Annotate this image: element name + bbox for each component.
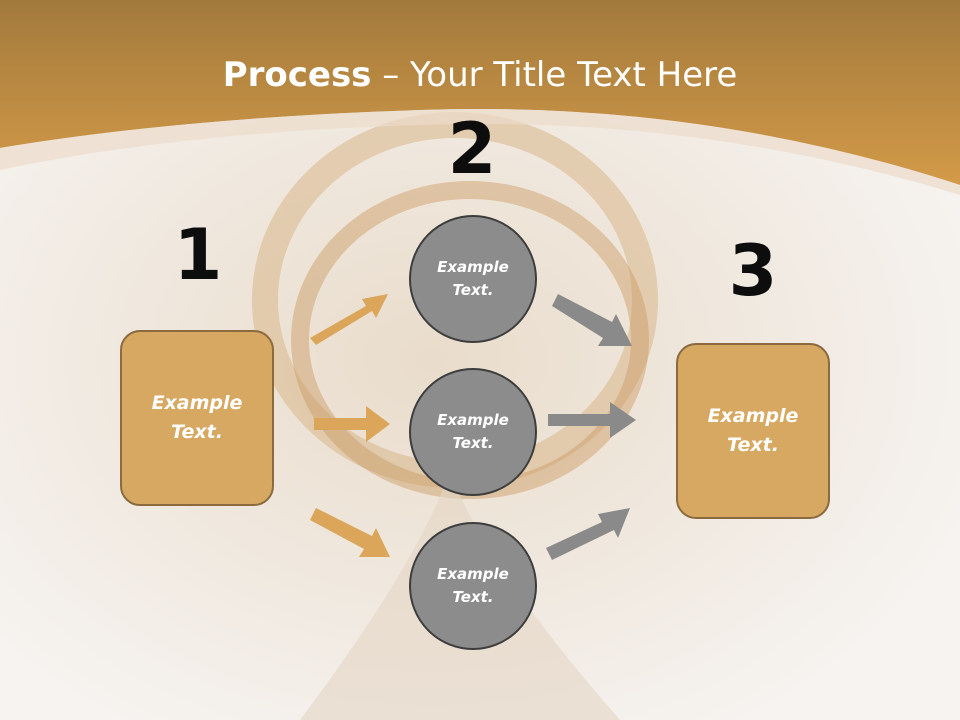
left-box-text: Example Text.	[151, 392, 243, 443]
right-box-text: Example Text.	[707, 405, 799, 456]
circle-middle: Example Text.	[409, 368, 537, 496]
right-box: Example Text.	[676, 343, 830, 519]
step-number-1: 1	[173, 214, 223, 296]
header-band	[0, 0, 960, 185]
arrow-bottom-to-right	[546, 508, 630, 560]
step-number-3: 3	[728, 230, 778, 312]
step-number-2: 2	[447, 108, 497, 190]
circle-top: Example Text.	[409, 215, 537, 343]
arrow-top-to-right	[552, 294, 632, 346]
arrow-middle-to-right	[548, 402, 636, 438]
arrow-left-to-middle	[314, 406, 390, 442]
circle-bottom: Example Text.	[409, 522, 537, 650]
circle-bottom-text: Example Text.	[437, 565, 509, 606]
title-rest: – Your Title Text Here	[371, 55, 738, 95]
title-bold: Process	[222, 55, 372, 95]
arrow-left-to-top	[310, 294, 388, 345]
circle-top-text: Example Text.	[437, 258, 509, 299]
arrow-left-to-bottom	[310, 508, 390, 557]
left-box: Example Text.	[120, 330, 274, 506]
circle-middle-text: Example Text.	[437, 411, 509, 452]
slide-title: Process – Your Title Text Here	[0, 52, 960, 98]
